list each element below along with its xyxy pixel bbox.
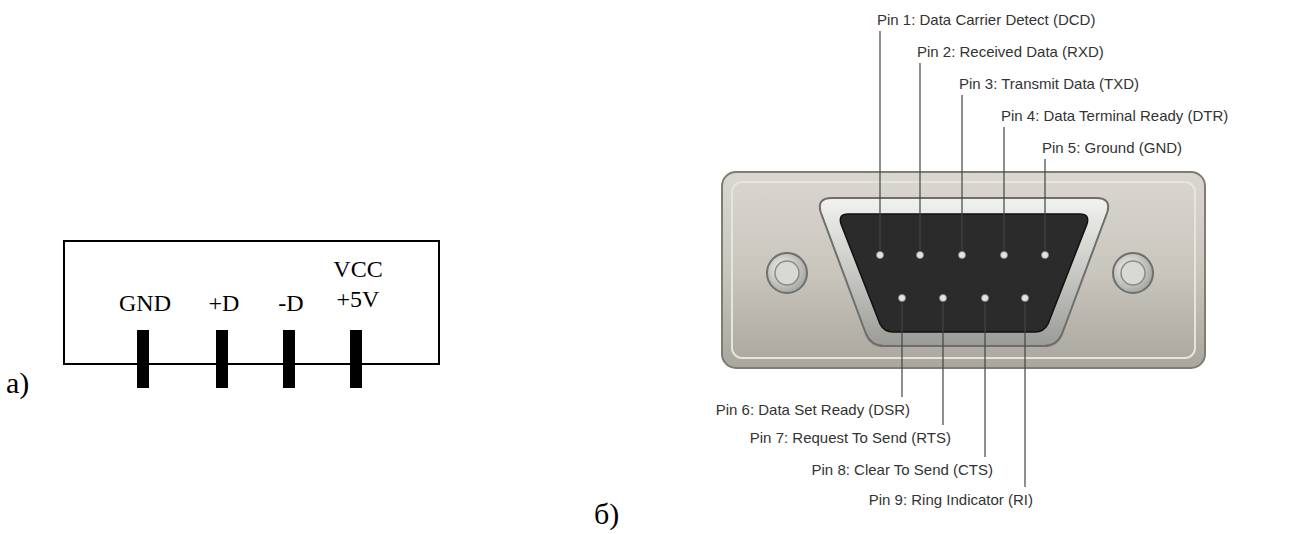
leader-line (1024, 303, 1025, 487)
plate-rim (732, 182, 1195, 358)
figure-letter: а) (6, 366, 29, 400)
leader-line (919, 63, 920, 250)
pin-bar (216, 330, 228, 388)
screw-hole (1121, 261, 1145, 285)
leader-line (984, 303, 985, 457)
pin-contact (940, 295, 947, 302)
pin-name: GND (110, 288, 180, 318)
d-insert (840, 214, 1087, 332)
pin-name: +D (199, 288, 249, 318)
leader-line (879, 31, 880, 250)
pin-label: Pin 6: Data Set Ready (DSR) (716, 401, 910, 419)
leader-line (1003, 127, 1004, 250)
pin-label: Pin 9: Ring Indicator (RI) (869, 491, 1033, 509)
pin-label: Pin 1: Data Carrier Detect (DCD) (877, 11, 1095, 29)
pin-contact (1001, 252, 1008, 259)
pin-contact (899, 295, 906, 302)
leader-line (1044, 159, 1045, 250)
leader-lines (880, 31, 1045, 487)
pin-contact (982, 295, 989, 302)
pin-contact (877, 252, 884, 259)
pin-label: Pin 4: Data Terminal Ready (DTR) (1001, 107, 1228, 125)
pin-holes (877, 252, 1049, 302)
pin-label: Pin 7: Request To Send (RTS) (750, 429, 951, 447)
pin-name: -D (266, 288, 316, 318)
connector-body: GND +D -D VCC +5V (63, 240, 440, 365)
usb-pins (137, 330, 362, 388)
screw-hole (1113, 253, 1153, 293)
screw-hole (775, 261, 799, 285)
pin-bar (283, 330, 295, 388)
figure-letter: б) (594, 497, 619, 531)
pin-bar (350, 330, 362, 388)
pin-label: Pin 2: Received Data (RXD) (917, 43, 1104, 61)
pin-label: Pin 3: Transmit Data (TXD) (959, 75, 1139, 93)
leader-line (961, 95, 962, 250)
pin-label: Pin 8: Clear To Send (CTS) (812, 461, 993, 479)
screw-hole (767, 253, 807, 293)
connector-plate (722, 172, 1205, 368)
pin-bar (137, 330, 149, 388)
pin-contact (959, 252, 966, 259)
db9-connector (722, 31, 1205, 487)
pin-contact (917, 252, 924, 259)
d-shell (820, 198, 1108, 346)
pin-name: VCC +5V (326, 254, 390, 314)
leader-line (942, 303, 943, 425)
pin-contact (1042, 252, 1049, 259)
pin-contact (1022, 295, 1029, 302)
leader-line (901, 303, 902, 397)
pin-label: Pin 5: Ground (GND) (1042, 139, 1182, 157)
